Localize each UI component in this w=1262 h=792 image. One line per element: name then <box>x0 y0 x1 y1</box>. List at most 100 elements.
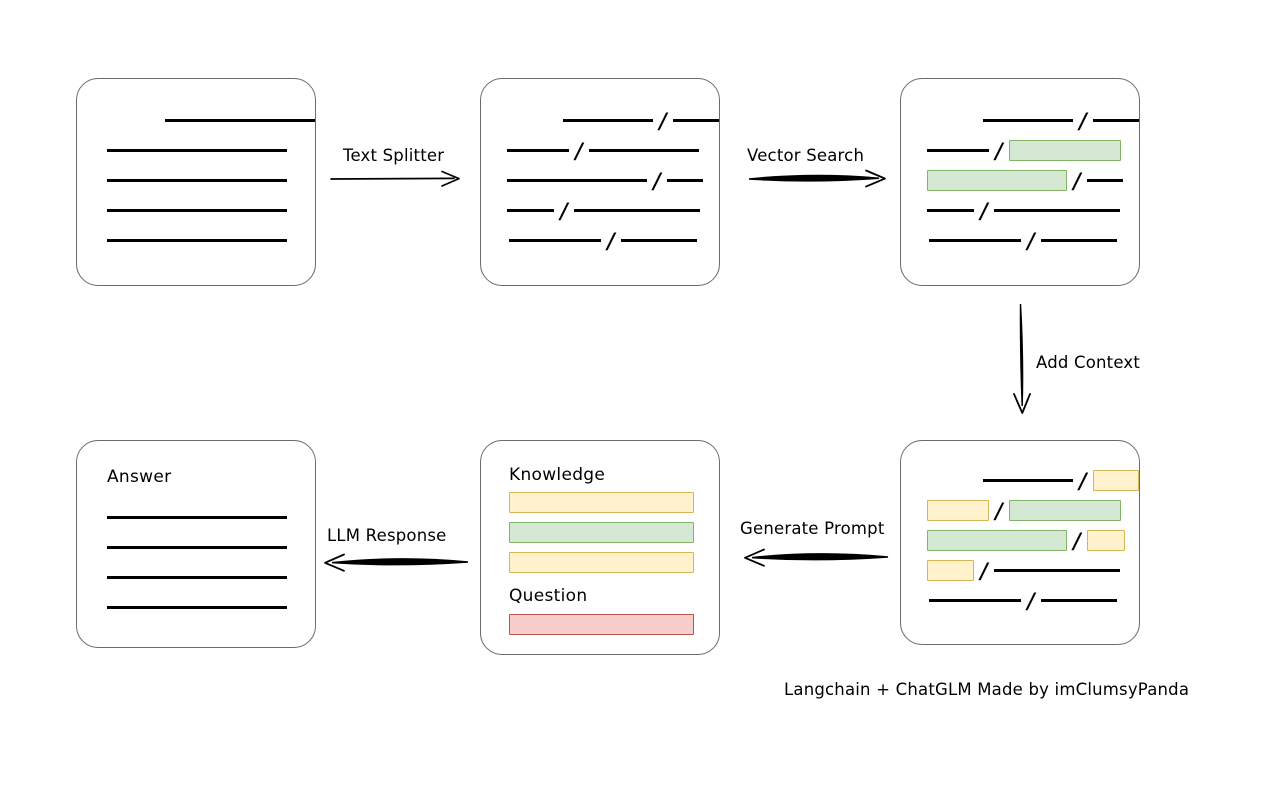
text-line <box>107 238 287 242</box>
answer-lines <box>77 441 315 647</box>
answer-label: Answer <box>107 467 172 487</box>
segment-separator-slash: / <box>1073 167 1081 193</box>
text-line <box>107 515 287 519</box>
document-line-row: / <box>901 559 1139 581</box>
text-line <box>107 575 287 579</box>
highlighted-chunk-yellow <box>509 551 694 573</box>
segment-separator-slash: / <box>560 197 568 223</box>
text-line <box>929 238 1021 242</box>
text-line <box>588 148 699 152</box>
text-line <box>107 545 287 549</box>
context-document-box[interactable]: / / / / / <box>900 440 1140 645</box>
segment-separator-slash: / <box>980 557 988 583</box>
document-line-row <box>77 109 315 131</box>
segment-spacer <box>927 480 983 481</box>
document-line-row: / <box>901 589 1139 611</box>
text-line <box>927 148 989 152</box>
document-line-row: / <box>901 499 1139 521</box>
prompt-question-items <box>481 441 719 654</box>
text-line <box>672 118 719 122</box>
highlighted-chunk-green <box>509 521 694 543</box>
segment-separator-slash: / <box>995 497 1003 523</box>
split-document-lines: / / / / / <box>481 79 719 285</box>
arrow-add-context <box>1013 303 1031 414</box>
prompt-question-label: Question <box>509 586 588 606</box>
segment-separator-slash: / <box>658 107 667 133</box>
text-line <box>993 568 1120 572</box>
prompt-box[interactable]: Knowledge Question <box>480 440 720 655</box>
edge-label-generate-prompt: Generate Prompt <box>740 519 885 538</box>
document-line-row: / <box>901 199 1139 221</box>
document-line-row: / <box>481 109 719 131</box>
text-line <box>1086 178 1123 182</box>
document-line-row: / <box>901 529 1139 551</box>
text-line <box>107 178 287 182</box>
text-line <box>1092 118 1139 122</box>
highlighted-chunk-yellow <box>927 499 989 521</box>
text-line <box>107 148 287 152</box>
document-line-row <box>77 566 315 588</box>
edge-label-llm-response: LLM Response <box>327 526 447 545</box>
edge-label-add-context: Add Context <box>1036 353 1141 372</box>
arrow-vector-search <box>748 169 886 188</box>
text-line <box>563 118 653 122</box>
answer-box[interactable]: Answer <box>76 440 316 648</box>
document-line-row <box>77 536 315 558</box>
segment-separator-slash: / <box>1078 107 1087 133</box>
document-line-row: / <box>481 139 719 161</box>
source-document-lines <box>77 79 315 285</box>
segment-separator-slash: / <box>1078 467 1087 493</box>
diagram-caption: Langchain + ChatGLM Made by imClumsyPand… <box>784 680 1190 699</box>
highlighted-chunk-yellow <box>1092 469 1139 491</box>
prompt-bar-row <box>481 613 719 635</box>
edge-label-text-splitter: Text Splitter <box>343 146 445 165</box>
vector-matched-document-box[interactable]: / / / / / <box>900 78 1140 286</box>
prompt-bar-row <box>481 551 719 573</box>
segment-separator-slash: / <box>1027 587 1035 613</box>
text-line <box>983 118 1073 122</box>
document-line-row <box>77 229 315 251</box>
segment-separator-slash: / <box>1027 227 1035 253</box>
text-line <box>983 478 1073 482</box>
document-line-row: / <box>481 169 719 191</box>
segment-separator-slash: / <box>653 167 661 193</box>
document-line-row: / <box>481 199 719 221</box>
arrow-text-splitter <box>330 170 460 187</box>
highlighted-chunk-yellow <box>927 559 974 581</box>
highlighted-chunk-yellow <box>1086 529 1125 551</box>
highlighted-chunk-green <box>1008 499 1121 521</box>
document-line-row: / <box>481 229 719 251</box>
text-line <box>165 118 315 122</box>
text-line <box>507 208 554 212</box>
text-line <box>1040 238 1117 242</box>
segment-spacer <box>927 120 983 121</box>
text-line <box>993 208 1120 212</box>
text-line <box>507 148 569 152</box>
document-line-row: / <box>901 109 1139 131</box>
split-document-box[interactable]: / / / / / <box>480 78 720 286</box>
arrow-llm-response <box>324 553 469 572</box>
document-line-row <box>77 506 315 528</box>
document-line-row <box>77 199 315 221</box>
segment-separator-slash: / <box>575 137 583 163</box>
segment-separator-slash: / <box>980 197 988 223</box>
context-document-lines: / / / / / <box>901 441 1139 644</box>
segment-separator-slash: / <box>607 227 615 253</box>
text-line <box>666 178 703 182</box>
document-line-row: / <box>901 229 1139 251</box>
document-line-row: / <box>901 169 1139 191</box>
text-line <box>107 208 287 212</box>
arrow-generate-prompt <box>744 548 889 567</box>
document-line-row <box>77 169 315 191</box>
vector-matched-document-lines: / / / / / <box>901 79 1139 285</box>
prompt-knowledge-label: Knowledge <box>509 465 606 485</box>
segment-separator-slash: / <box>995 137 1003 163</box>
document-line-row <box>77 596 315 618</box>
segment-spacer <box>507 120 563 121</box>
highlighted-chunk-yellow <box>509 491 694 513</box>
document-line-row <box>77 139 315 161</box>
source-document-box[interactable] <box>76 78 316 286</box>
prompt-knowledge-items <box>481 441 719 654</box>
text-line <box>107 605 287 609</box>
highlighted-chunk-green <box>1008 139 1121 161</box>
